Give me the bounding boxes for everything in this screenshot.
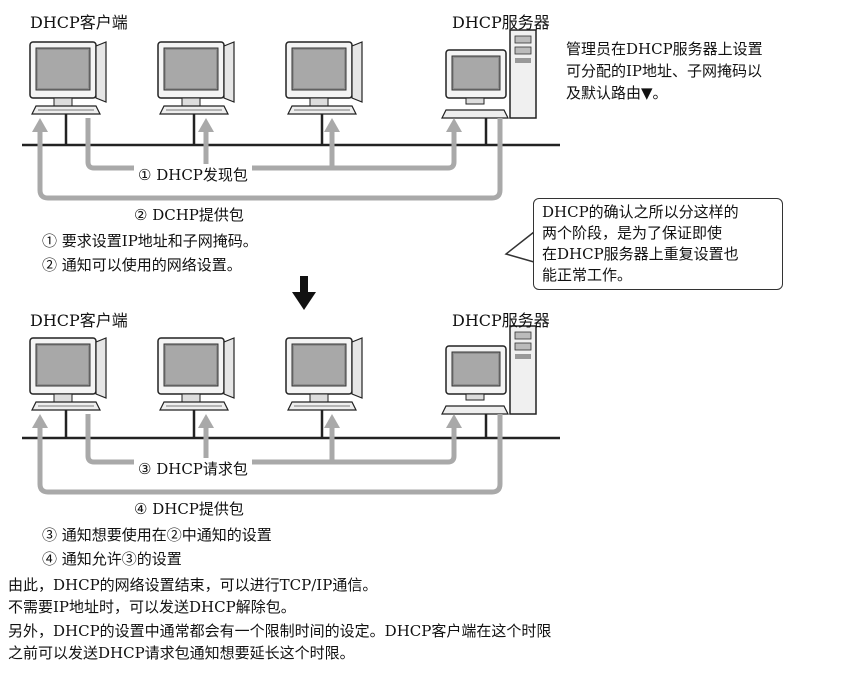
offer-arrow [37,118,503,201]
server-computer [441,325,537,415]
admin-note-line-3: 及默认路由▼。 [566,84,668,102]
server-label-bottom: DHCP服务器 [452,311,550,330]
client-computer-3 [285,41,363,115]
step-1-label: ① DHCP发现包 [134,164,252,186]
explain-3: ③ 通知想要使用在②中通知的设置 [42,526,272,544]
bottom-section [22,325,560,495]
explain-1: ① 要求设置IP地址和子网掩码。 [42,232,258,250]
callout-line-4: 能正常工作。 [542,266,633,284]
discover-arrow [85,118,457,171]
admin-note-line-2: 可分配的IP地址、子网掩码以 [566,62,763,80]
footer-line-3: 另外，DHCP的设置中通常都会有一个限制时间的设定。DHCP客户端在这个时限 [8,622,552,640]
transition-down-arrow [292,276,316,310]
step-4-label: ④ DHCP提供包 [134,500,244,518]
footer-line-2: 不需要IP地址时，可以发送DHCP解除包。 [8,598,296,616]
footer-line-4: 之前可以发送DHCP请求包通知想要延长这个时限。 [8,644,355,662]
step-2-label: ② DCHP提供包 [134,206,244,224]
client-computer-2 [157,41,235,115]
server-computer [441,29,537,119]
client-computer-3 [285,337,363,411]
top-section [22,29,560,201]
server-label-top: DHCP服务器 [452,13,550,32]
client-label-top: DHCP客户端 [30,13,128,32]
callout-line-2: 两个阶段，是为了保证即使 [542,224,723,242]
explain-2: ② 通知可以使用的网络设置。 [42,256,242,274]
admin-note-line-1: 管理员在DHCP服务器上设置 [566,40,763,58]
step-3-label: ③ DHCP请求包 [134,458,252,480]
callout-tail [504,231,535,263]
client-computer-1 [29,337,107,411]
callout-box: DHCP的确认之所以分这样的 两个阶段，是为了保证即使 在DHCP服务器上重复设… [533,198,783,290]
explain-4: ④ 通知允许③的设置 [42,550,182,568]
client-computer-1 [29,41,107,115]
ack-arrow [37,414,503,495]
callout-line-1: DHCP的确认之所以分这样的 [542,203,739,221]
client-computer-2 [157,337,235,411]
request-arrow [85,414,457,465]
client-label-bottom: DHCP客户端 [30,311,128,330]
callout-line-3: 在DHCP服务器上重复设置也 [542,245,739,263]
footer-line-1: 由此，DHCP的网络设置结束，可以进行TCP/IP通信。 [8,576,378,594]
